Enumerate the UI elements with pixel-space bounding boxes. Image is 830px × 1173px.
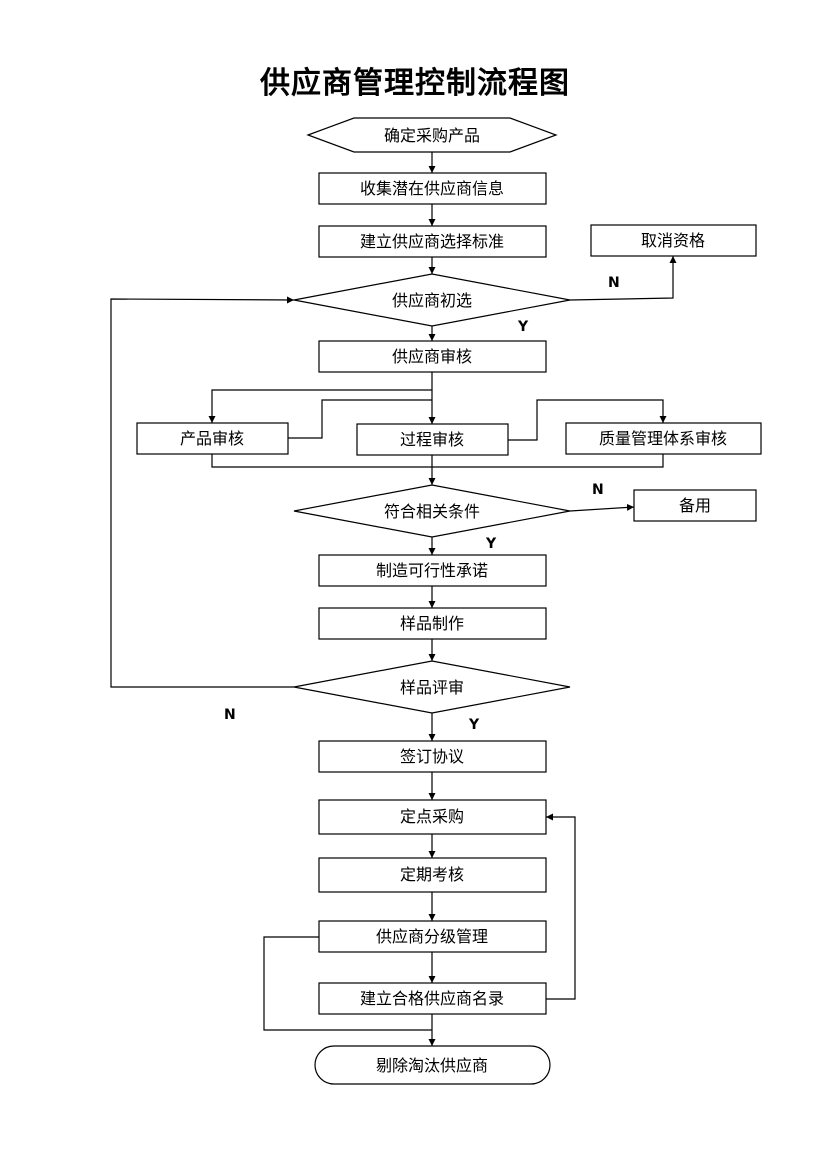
node-quality-system-audit: 质量管理体系审核	[565, 422, 762, 455]
label-sample-no: N	[224, 707, 236, 723]
merge-line	[211, 454, 664, 468]
label-conditions-no: N	[592, 482, 604, 498]
connectors	[110, 152, 677, 1046]
node-supplier-audit: 供应商审核	[318, 340, 547, 373]
decision-sample-review: 样品评审	[293, 660, 571, 714]
node-label: 确定采购产品	[384, 126, 480, 145]
node-product-audit: 产品审核	[136, 422, 289, 455]
node-label: 定期考核	[400, 865, 464, 884]
decision-meets-conditions: 符合相关条件	[293, 484, 571, 538]
page-title: 供应商管理控制流程图	[260, 66, 570, 101]
label-prelim-yes: Y	[517, 319, 529, 335]
node-cancel-qualification: 取消资格	[590, 224, 757, 257]
arrow-prelim-no	[569, 256, 677, 301]
node-label: 建立供应商选择标准	[360, 232, 504, 251]
arrow-loop-back	[546, 813, 576, 1000]
node-label: 样品制作	[400, 614, 464, 633]
node-establish-selection-criteria: 建立供应商选择标准	[318, 225, 547, 258]
node-label: 供应商分级管理	[376, 927, 488, 946]
decision-supplier-preliminary-selection: 供应商初选	[293, 273, 571, 327]
connector-grading-eliminate	[263, 936, 432, 1031]
label-sample-yes: Y	[468, 717, 480, 733]
node-label: 产品审核	[180, 429, 244, 448]
label-conditions-yes: Y	[485, 536, 497, 552]
node-periodic-assessment: 定期考核	[318, 857, 547, 893]
node-label: 收集潜在供应商信息	[360, 179, 504, 198]
terminal-eliminate-supplier: 剔除淘汰供应商	[314, 1045, 551, 1085]
node-label: 符合相关条件	[384, 502, 480, 521]
node-supplier-grading: 供应商分级管理	[318, 920, 547, 953]
node-label: 备用	[679, 496, 711, 515]
node-sample-making: 样品制作	[318, 607, 547, 640]
arrow-conditions-no	[569, 503, 635, 512]
node-label: 定点采购	[400, 807, 464, 826]
node-label: 取消资格	[641, 231, 705, 250]
node-sign-agreement: 签订协议	[318, 740, 547, 773]
arrow-sample-no	[110, 296, 295, 688]
connector-product-audit	[288, 399, 432, 439]
node-label: 建立合格供应商名录	[360, 989, 504, 1008]
node-manufacturing-feasibility: 制造可行性承诺	[318, 554, 547, 587]
node-label: 供应商初选	[392, 291, 472, 310]
node-label: 剔除淘汰供应商	[376, 1056, 488, 1075]
arrow-to-product-audit	[208, 372, 433, 423]
node-standby: 备用	[633, 489, 757, 522]
label-prelim-no: N	[608, 275, 620, 291]
decision-labels: N Y N Y N Y	[224, 275, 620, 733]
arrow-to-quality-audit	[508, 399, 667, 441]
node-collect-potential-suppliers: 收集潜在供应商信息	[318, 172, 547, 205]
node-label: 供应商审核	[392, 347, 472, 366]
node-confirm-purchase-product: 确定采购产品	[306, 117, 558, 153]
node-label: 过程审核	[400, 430, 464, 449]
node-label: 签订协议	[400, 747, 464, 766]
node-label: 质量管理体系审核	[599, 429, 727, 448]
node-label: 样品评审	[400, 678, 464, 697]
node-label: 制造可行性承诺	[376, 561, 488, 580]
node-designated-purchasing: 定点采购	[318, 799, 547, 835]
node-process-audit: 过程审核	[356, 423, 509, 456]
node-qualified-supplier-list: 建立合格供应商名录	[318, 982, 547, 1015]
